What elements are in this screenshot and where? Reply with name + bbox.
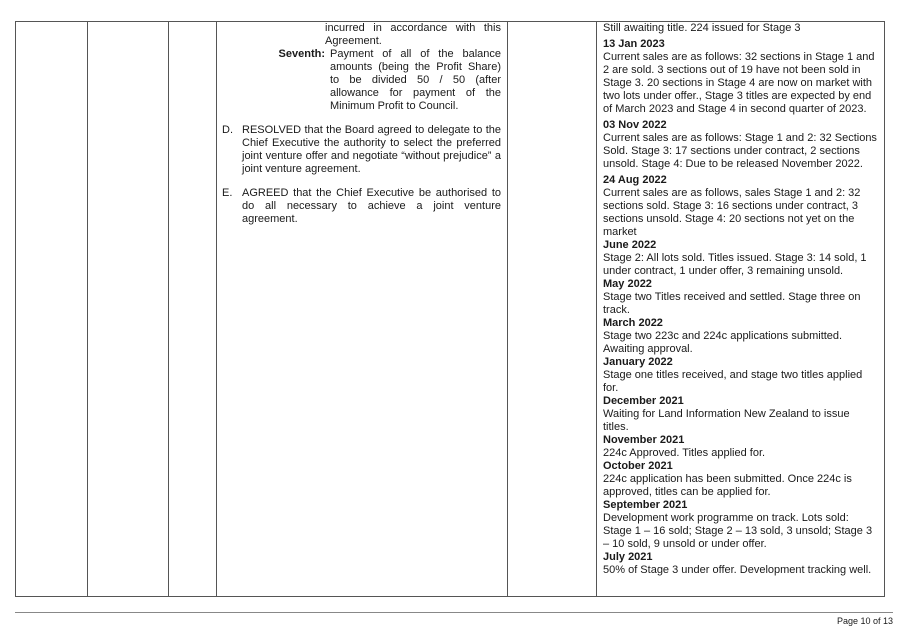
item-letter: D.: [222, 124, 233, 136]
update-text: 224c application has been submitted. Onc…: [603, 473, 852, 498]
update-date: January 2022: [603, 356, 673, 368]
update-text: Current sales are as follows, sales Stag…: [603, 187, 861, 238]
update-text: 50% of Stage 3 under offer. Development …: [603, 564, 872, 576]
page-number: Page 10 of 13: [836, 616, 893, 626]
update-text: Development work programme on track. Lot…: [603, 512, 873, 550]
updates-cell: Still awaiting title. 224 issued for Sta…: [596, 21, 885, 597]
resolution-cell: incurred in accordance with this Agreeme…: [216, 21, 508, 597]
seventh-clause: Seventh: Payment of all of the balance a…: [267, 48, 501, 113]
update-text: Stage two 223c and 224c applications sub…: [603, 330, 843, 355]
update-date: June 2022: [603, 239, 657, 251]
updates-top-note: Still awaiting title. 224 issued for Sta…: [603, 22, 801, 34]
update-text: Current sales are as follows: Stage 1 an…: [603, 132, 877, 170]
item-letter: E.: [222, 187, 233, 199]
cell-empty-2: [87, 21, 169, 597]
update-text: Stage 2: All lots sold. Titles issued. S…: [603, 252, 867, 277]
resolution-item-e: E. AGREED that the Chief Executive be au…: [222, 187, 501, 226]
update-date: 03 Nov 2022: [603, 119, 667, 131]
update-date: 24 Aug 2022: [603, 174, 667, 186]
updates-list: Still awaiting title. 224 issued for Sta…: [597, 22, 884, 577]
update-date: May 2022: [603, 278, 652, 290]
update-date: July 2021: [603, 551, 653, 563]
footer-divider: [15, 612, 893, 613]
update-text: Waiting for Land Information New Zealand…: [603, 408, 850, 433]
update-date: September 2021: [603, 499, 688, 511]
update-date: October 2021: [603, 460, 673, 472]
seventh-label: Seventh:: [278, 48, 325, 60]
resolution-item-d: D. RESOLVED that the Board agreed to del…: [222, 124, 501, 176]
update-text: Stage one titles received, and stage two…: [603, 369, 863, 394]
update-date: March 2022: [603, 317, 663, 329]
update-text: 224c Approved. Titles applied for.: [603, 447, 766, 459]
cell-empty-3: [168, 21, 217, 597]
update-date: 13 Jan 2023: [603, 38, 665, 50]
cell-empty-5: [507, 21, 597, 597]
item-text: RESOLVED that the Board agreed to delega…: [242, 124, 501, 175]
resolution-continuation: incurred in accordance with this Agreeme…: [325, 22, 501, 47]
item-text: AGREED that the Chief Executive be autho…: [242, 187, 501, 225]
report-table: incurred in accordance with this Agreeme…: [15, 21, 885, 597]
update-text: Current sales are as follows: 32 section…: [603, 51, 875, 115]
table-row: incurred in accordance with this Agreeme…: [15, 21, 885, 597]
update-date: December 2021: [603, 395, 684, 407]
update-date: November 2021: [603, 434, 685, 446]
seventh-text: Payment of all of the balance amounts (b…: [330, 48, 501, 112]
update-text: Stage two Titles received and settled. S…: [603, 291, 861, 316]
cell-empty-1: [15, 21, 88, 597]
